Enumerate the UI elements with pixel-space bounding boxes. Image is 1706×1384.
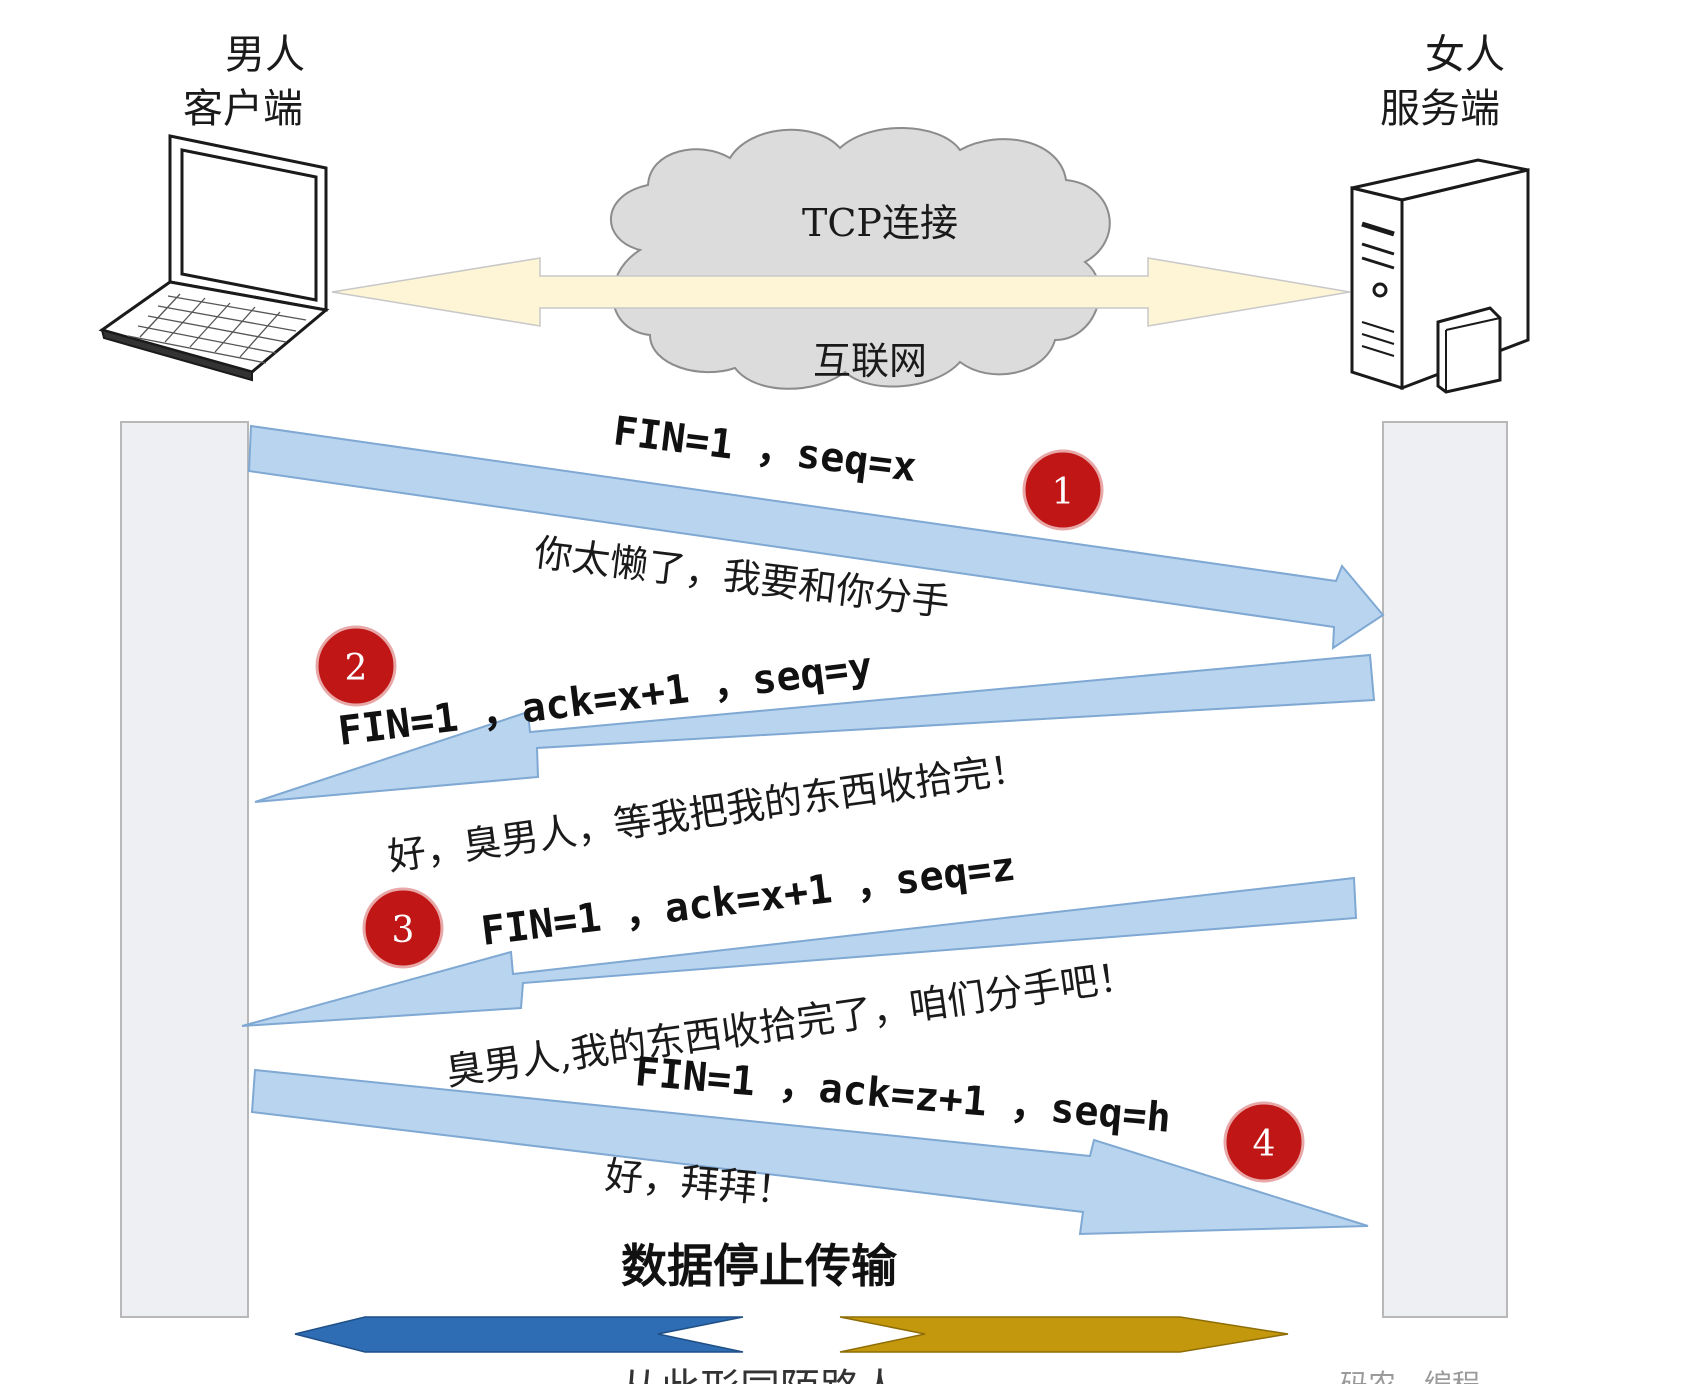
cloud-label-internet: 互联网 — [813, 339, 927, 383]
server-lifeline — [1382, 421, 1508, 1318]
step2-arrow — [254, 653, 1376, 803]
step3-badge: 3 — [362, 887, 444, 969]
data-stop-label: 数据停止传输 — [621, 1239, 898, 1293]
client-lifeline — [120, 421, 249, 1318]
step2-badge: 2 — [315, 625, 397, 707]
broken-link-right — [839, 1316, 1289, 1353]
step3-arrow — [241, 876, 1358, 1027]
svg-text:2: 2 — [345, 648, 368, 689]
svg-text:3: 3 — [392, 910, 415, 951]
server-icon — [1350, 158, 1530, 394]
server-label-line1: 女人 — [1425, 32, 1505, 78]
client-label-line1: 男人 — [225, 32, 305, 78]
svg-text:4: 4 — [1253, 1124, 1276, 1165]
step4-arrow — [250, 1068, 1369, 1236]
step1-packet-label: FIN=1 ，seq=x — [611, 408, 919, 491]
footer-watermark: 码农…编程 — [1340, 1368, 1480, 1384]
svg-text:1: 1 — [1052, 472, 1075, 513]
footer-cut-text: 从此形同陌路人 — [620, 1366, 900, 1384]
server-label-line2: 服务端 — [1380, 86, 1500, 132]
client-label-line2: 客户端 — [183, 86, 303, 132]
broken-link-left — [294, 1316, 744, 1353]
step1-badge: 1 — [1022, 449, 1104, 531]
tcp-connection-arrow — [331, 257, 1351, 327]
internet-cloud — [610, 127, 1111, 390]
cloud-label-tcp: TCP连接 — [802, 201, 958, 245]
step1-arrow — [247, 424, 1385, 650]
laptop-icon — [98, 134, 330, 382]
step4-badge: 4 — [1223, 1101, 1305, 1183]
